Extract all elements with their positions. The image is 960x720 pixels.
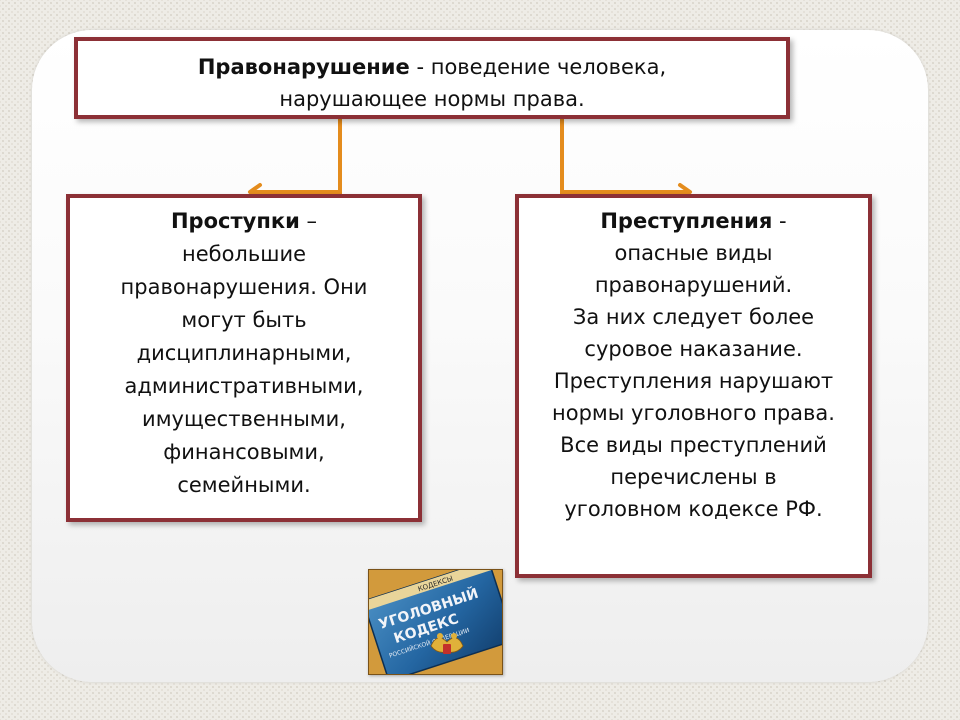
misdemeanors-line: дисциплинарными, — [136, 341, 352, 365]
crimes-box: Преступления - опасные виды правонарушен… — [515, 194, 872, 578]
crimes-line: опасные виды — [614, 241, 773, 265]
misdemeanors-line: административными, — [124, 374, 364, 398]
criminal-code-book-image: КОДЕКСЫ УГОЛОВНЫЙ КОДЕКС РОССИЙСКОЙ ФЕДЕ… — [368, 569, 503, 675]
crimes-line: Все виды преступлений — [560, 433, 827, 457]
crimes-heading: Преступления - — [519, 205, 868, 237]
crimes-line: правонарушений. — [594, 273, 793, 297]
misdemeanors-line: имущественными, — [142, 407, 346, 431]
crimes-dash: - — [772, 209, 787, 233]
misdemeanors-line: финансовыми, — [163, 440, 325, 464]
misdemeanors-line: могут быть — [181, 308, 307, 332]
crimes-line: перечислены в — [610, 465, 777, 489]
definition-line-2: нарушающее нормы права. — [279, 87, 585, 111]
misdemeanors-line: небольшие — [181, 242, 307, 266]
crimes-line: суровое наказание. — [584, 337, 803, 361]
misdemeanors-line: правонарушения. Они — [120, 275, 368, 299]
crimes-line: нормы уголовного права. — [552, 401, 835, 425]
definition-line-1: Правонарушение - поведение человека, — [78, 51, 786, 83]
connector-right — [560, 117, 690, 194]
misdemeanors-heading: Проступки – — [70, 205, 418, 238]
double-eagle-emblem-icon — [430, 633, 464, 654]
misdemeanors-dash: – — [299, 209, 317, 233]
crimes-line: Преступления нарушают — [553, 369, 834, 393]
misdemeanors-term: Проступки — [170, 209, 300, 233]
criminal-code-book-icon: КОДЕКСЫ УГОЛОВНЫЙ КОДЕКС РОССИЙСКОЙ ФЕДЕ… — [369, 570, 502, 674]
misdemeanors-box: Проступки – небольшие правонарушения. Он… — [66, 194, 422, 522]
misdemeanors-line: семейными. — [177, 473, 311, 497]
definition-term: Правонарушение — [197, 55, 410, 79]
crimes-term: Преступления — [600, 209, 773, 233]
crimes-line: За них следует более — [572, 305, 815, 329]
connector-left — [250, 117, 342, 194]
definition-text: - поведение человека, — [409, 55, 667, 79]
crimes-line: уголовном кодексе РФ. — [564, 497, 823, 521]
definition-box: Правонарушение - поведение человека, нар… — [74, 37, 790, 119]
